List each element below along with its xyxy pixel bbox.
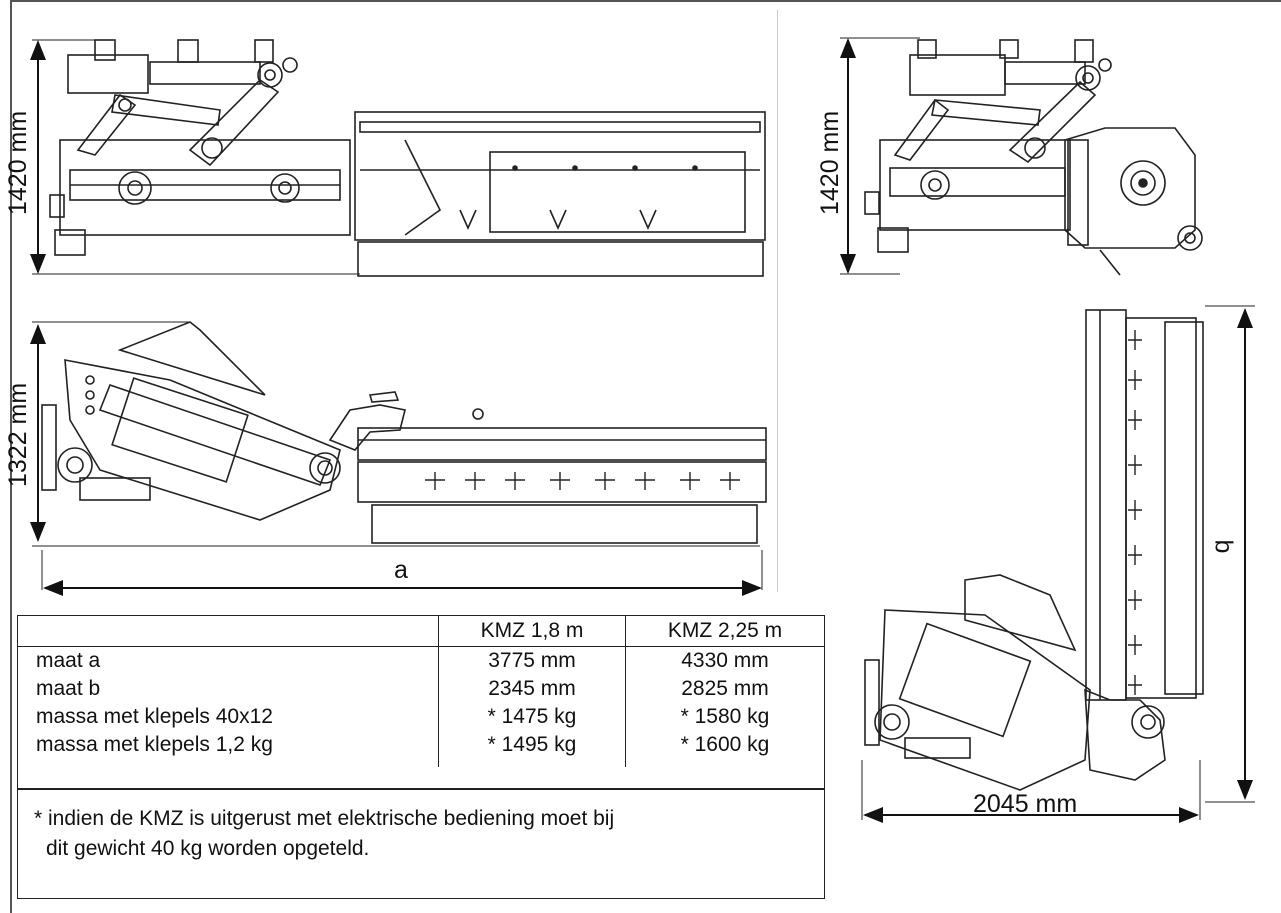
footnote-line: dit gewicht 40 kg worden opgeteld. [46, 837, 370, 860]
view-divider [777, 10, 778, 592]
cell-value: * 1580 kg [625, 703, 824, 731]
row-label: massa met klepels 40x12 [36, 705, 273, 728]
row-label: maat a [36, 649, 101, 672]
working-height-label: 1322 mm [4, 382, 32, 487]
cell-value: 4330 mm [625, 646, 824, 675]
side-view-height-label: 1420 mm [4, 110, 32, 215]
cell-value: * 1495 kg [438, 731, 626, 767]
footnote-divider [18, 788, 824, 790]
rear-view-height-label: 1420 mm [816, 110, 844, 215]
side-view-drawing [30, 39, 766, 277]
table-row: maat a 3775 mm 4330 mm [18, 646, 824, 675]
table-row: massa met klepels 1,2 kg * 1495 kg * 160… [18, 731, 824, 767]
row-label: massa met klepels 1,2 kg [36, 733, 273, 756]
cell-value: * 1475 kg [438, 703, 626, 731]
footnote: * indien de KMZ is uitgerust met elektri… [34, 804, 804, 864]
cell-value: 3775 mm [438, 646, 626, 675]
row-label: maat b [36, 677, 101, 700]
specification-box: KMZ 1,8 m KMZ 2,25 m maat a 3775 mm 4330… [17, 615, 825, 899]
frame-left-border [10, 0, 12, 913]
table-row: massa met klepels 40x12 * 1475 kg * 1580… [18, 703, 824, 731]
footnote-line: * indien de KMZ is uitgerust met elektri… [34, 807, 615, 830]
width-label: 2045 mm [973, 790, 1078, 818]
cell-value: * 1600 kg [625, 731, 824, 767]
reach-b-label: b [1209, 539, 1238, 554]
table-row: maat b 2345 mm 2825 mm [18, 675, 824, 703]
header-kmz-225: KMZ 2,25 m [625, 616, 824, 647]
specification-table: KMZ 1,8 m KMZ 2,25 m maat a 3775 mm 4330… [18, 616, 824, 767]
cell-value: 2825 mm [625, 675, 824, 703]
vertical-position-drawing [861, 305, 1255, 823]
length-a-label: a [394, 556, 408, 584]
working-position-drawing [30, 321, 767, 596]
header-empty [18, 616, 439, 647]
header-kmz-18: KMZ 1,8 m [438, 616, 626, 647]
rear-view-drawing [840, 37, 1203, 276]
table-header-row: KMZ 1,8 m KMZ 2,25 m [18, 616, 824, 647]
cell-value: 2345 mm [438, 675, 626, 703]
frame-top-border [10, 0, 1281, 2]
